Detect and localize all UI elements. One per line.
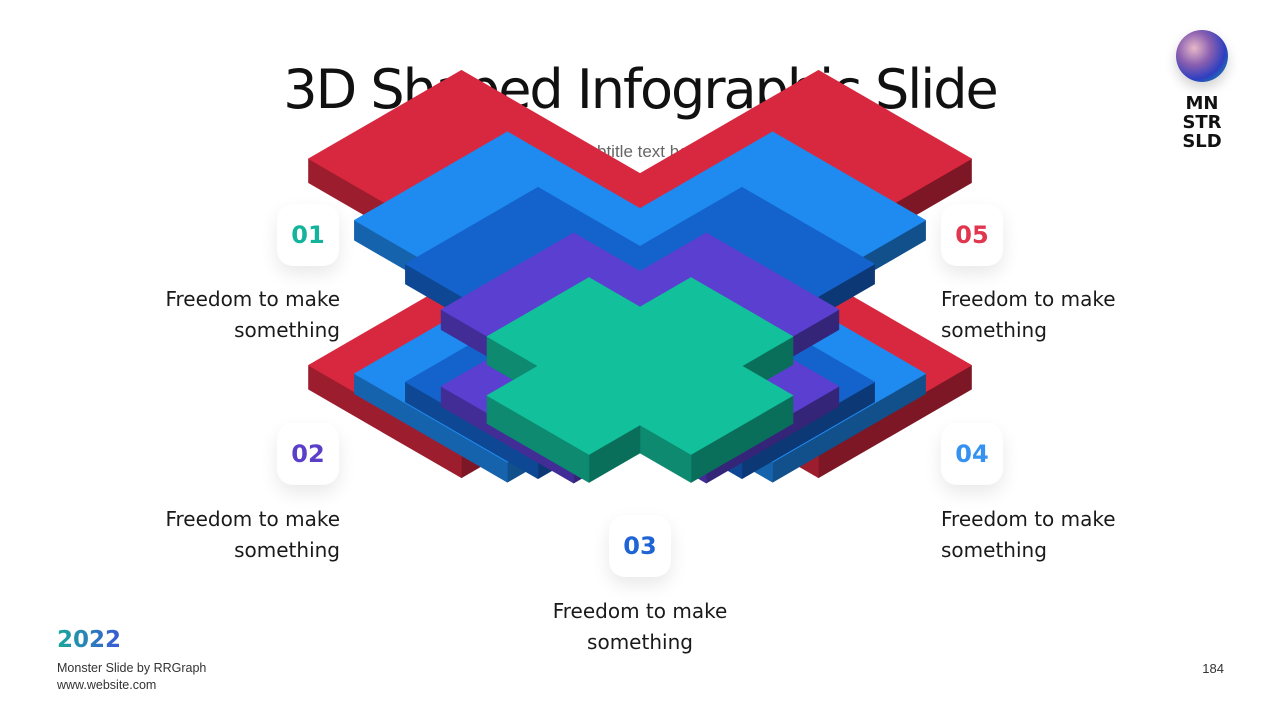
logo-line: SLD [1182,131,1222,152]
logo-line: MN [1185,93,1219,114]
item-text-line: something [941,538,1047,562]
gradient-orb-icon [1176,30,1228,82]
badge-number: 03 [623,532,657,560]
item-text-line: Freedom to make [165,287,340,311]
number-badge-01: 01 [277,204,339,266]
item-text-line: something [941,318,1047,342]
item-text-line: Freedom to make [941,507,1116,531]
badge-number: 01 [291,221,325,249]
footer-credit: Monster Slide by RRGraph [57,661,207,675]
footer-year: 2022 [57,627,122,653]
item-text-line: Freedom to make [165,507,340,531]
item-text-line: something [234,538,340,562]
footer-website: www.website.com [57,678,157,692]
item-text-line: something [587,630,693,654]
logo-line: STR [1182,112,1222,133]
number-badge-05: 05 [941,204,1003,266]
item-label-05: Freedom to make something [941,284,1181,346]
number-badge-03: 03 [609,515,671,577]
item-label-01: Freedom to make something [100,284,340,346]
logo-wordmark: MN STR SLD [1170,94,1234,151]
item-label-03: Freedom to make something [520,596,760,658]
item-text-line: Freedom to make [552,599,728,623]
item-label-04: Freedom to make something [941,504,1181,566]
badge-number: 02 [291,440,325,468]
item-label-02: Freedom to make something [100,504,340,566]
number-badge-04: 04 [941,423,1003,485]
item-text-line: Freedom to make [941,287,1116,311]
item-text-line: something [234,318,340,342]
number-badge-02: 02 [277,423,339,485]
page-number: 184 [1202,661,1224,676]
badge-number: 05 [955,221,989,249]
badge-number: 04 [955,440,989,468]
